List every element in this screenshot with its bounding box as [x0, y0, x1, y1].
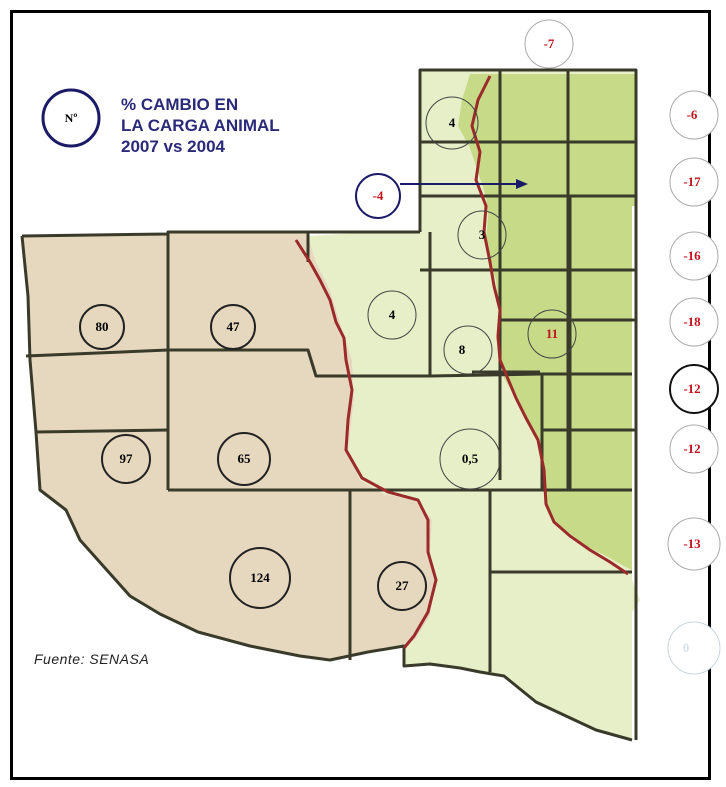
value-label: 65 [238, 451, 252, 466]
sidebar-label: -12 [683, 381, 700, 396]
sidebar-circle [669, 157, 719, 207]
center-values: 4 3 4 8 0,5 [367, 96, 507, 490]
value-label: 8 [459, 342, 466, 357]
sidebar-label: -7 [544, 36, 555, 51]
sidebar-circle [667, 621, 721, 675]
value-circle [439, 428, 501, 490]
title-line-3: 2007 vs 2004 [121, 137, 225, 156]
sidebar-label: -17 [683, 174, 701, 189]
value-label: 4 [449, 115, 456, 130]
sidebar-values: -7 -6 -17 -16 -18 -12 -12 -13 0 [524, 19, 721, 675]
value-circle [443, 325, 493, 375]
map-title: % CAMBIO EN LA CARGA ANIMAL 2007 vs 2004 [121, 94, 371, 157]
value-label: -4 [373, 188, 384, 203]
sidebar-circle [667, 517, 721, 571]
value-label: 47 [227, 319, 241, 334]
sidebar-circle [669, 424, 719, 474]
value-circle [425, 96, 479, 150]
sidebar-label: -18 [683, 314, 701, 329]
source-note: Fuente: SENASA [34, 651, 150, 667]
sidebar-label: -16 [683, 248, 701, 263]
value-label: 124 [250, 570, 270, 585]
value-label: 3 [479, 227, 486, 242]
value-label: 4 [389, 307, 396, 322]
sidebar-label: 0 [683, 640, 690, 655]
department-borders [20, 68, 638, 742]
sidebar-label: -12 [683, 441, 700, 456]
value-circle [229, 547, 291, 609]
value-circle [457, 210, 507, 260]
isohyet-lines [294, 75, 629, 649]
value-label: 27 [396, 578, 410, 593]
value-circle [367, 290, 417, 340]
legend-symbol: Nº [65, 111, 78, 125]
value-label: 0,5 [462, 451, 479, 466]
west-values: 80 47 97 65 124 27 [79, 304, 427, 611]
sidebar-circle [669, 297, 719, 347]
value-label: 80 [96, 319, 109, 334]
value-circle [527, 309, 577, 359]
sidebar-label: -13 [683, 536, 701, 551]
zone-east [458, 74, 636, 570]
value-circle [377, 561, 427, 611]
value-circle [355, 173, 401, 219]
value-circle [101, 434, 151, 484]
sidebar-circle [669, 90, 719, 140]
sidebar-circle [524, 19, 574, 69]
legend-circle [41, 88, 101, 148]
value-circle [217, 432, 271, 486]
title-line-2: LA CARGA ANIMAL [121, 116, 280, 135]
title-line-1: % CAMBIO EN [121, 95, 239, 114]
zone-west [22, 232, 436, 660]
value-label: 11 [546, 326, 558, 341]
arrow-pointer [400, 179, 528, 189]
value-label: 97 [120, 451, 134, 466]
east-values: 11 -4 [355, 173, 577, 359]
sidebar-circle [669, 231, 719, 281]
value-circle [210, 304, 256, 350]
sidebar-label: -6 [687, 107, 698, 122]
sidebar-circle [669, 364, 719, 414]
value-circle [79, 304, 125, 350]
